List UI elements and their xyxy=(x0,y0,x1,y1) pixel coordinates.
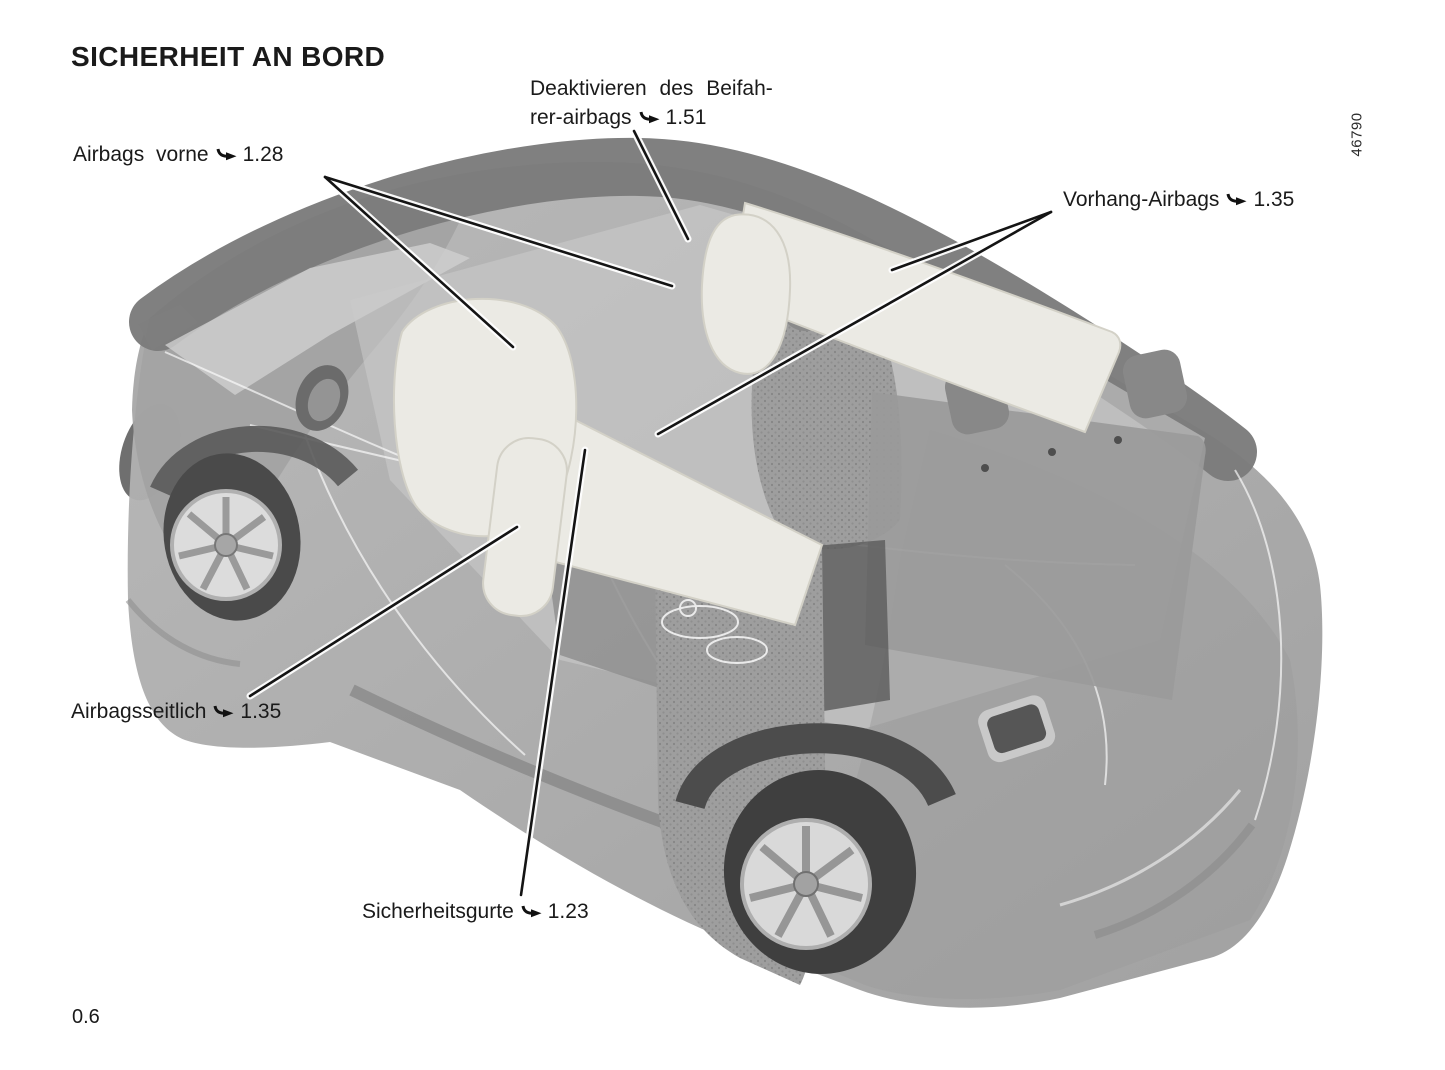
leader-curtain-airbags-2 xyxy=(656,210,1053,436)
ref-number: 1.28 xyxy=(242,143,284,166)
page-title: SICHERHEIT AN BORD xyxy=(71,40,386,72)
label-text: Vorhang-Airbags xyxy=(1063,188,1220,211)
leader-lines xyxy=(248,129,1053,897)
label-text: Airbags vorne xyxy=(73,143,209,166)
label-text: Airbagsseitlich xyxy=(71,700,207,723)
passenger-front-airbag xyxy=(700,213,792,375)
figure-code: 46790 xyxy=(1344,99,1370,169)
child-seat-outline xyxy=(661,599,768,664)
label-text: Deaktivieren des Beifah- xyxy=(530,77,773,100)
leader-deactivate-passenger-airbag xyxy=(632,129,690,241)
ref-arrow-icon xyxy=(639,111,660,124)
taillight xyxy=(978,695,1056,763)
label-seat-belts: Sicherheitsgurte 1.23 xyxy=(362,897,589,926)
leader-side-airbags xyxy=(248,525,519,698)
ref-arrow-icon xyxy=(216,148,237,161)
page-number: 0.6 xyxy=(72,1006,100,1028)
label-curtain-airbags: Vorhang-Airbags 1.35 xyxy=(1063,185,1294,214)
label-text: Sicherheitsgurte xyxy=(362,900,514,923)
ref-arrow-icon xyxy=(521,905,542,918)
ref-number: 1.51 xyxy=(665,106,707,129)
label-side-airbags: Airbagsseitlich 1.35 xyxy=(71,697,281,726)
seatbelt-buckles xyxy=(981,436,1122,472)
figure-code-text: 46790 xyxy=(1348,111,1366,157)
leader-front-airbags-2 xyxy=(323,175,515,349)
leader-curtain-airbags-1 xyxy=(890,210,1053,272)
leader-seat-belts xyxy=(519,448,587,897)
label-text: rer-airbags xyxy=(530,106,632,129)
front-bumper-line xyxy=(125,598,241,667)
side-mirror-glass xyxy=(307,378,341,422)
front-wheel xyxy=(150,425,359,621)
rear-bench-backrest xyxy=(865,392,1206,700)
ref-arrow-icon xyxy=(1226,193,1247,206)
rear-bumper-seam xyxy=(1059,789,1242,907)
ref-number: 1.35 xyxy=(240,700,282,723)
ref-number: 1.23 xyxy=(547,900,589,923)
side-airbag xyxy=(482,437,568,617)
ref-number: 1.35 xyxy=(1253,188,1295,211)
windshield xyxy=(165,243,470,395)
leader-front-airbags-1 xyxy=(323,175,674,288)
label-deactivate-passenger-airbag: Deaktivieren des Beifah- rer-airbags 1.51 xyxy=(530,74,773,132)
rear-bumper-lip xyxy=(1093,822,1256,939)
airbags xyxy=(392,201,1122,627)
label-front-airbags: Airbags vorne 1.28 xyxy=(73,140,283,169)
rear-wheel xyxy=(675,723,956,974)
ref-arrow-icon xyxy=(213,705,234,718)
